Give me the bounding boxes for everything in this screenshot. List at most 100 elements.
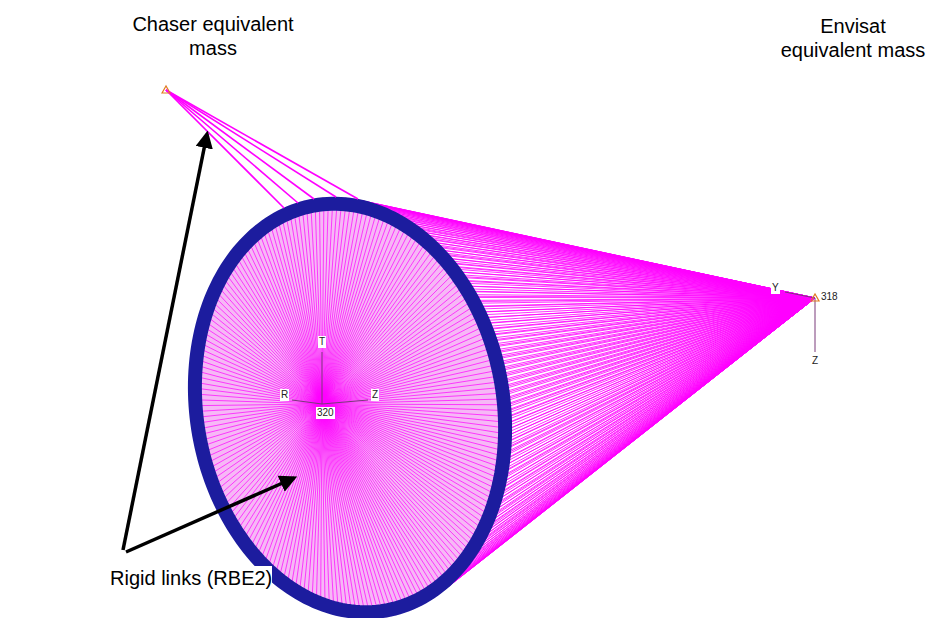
rigid-link [322,404,393,602]
rigid-link [322,404,435,582]
rigid-link [322,404,458,559]
rigid-link [467,281,815,298]
rigid-link [322,404,363,606]
axis-label: T [318,336,326,348]
rigid-link [322,214,367,404]
rigid-link [322,404,405,599]
rigid-link [320,211,322,404]
rigid-link [283,223,322,404]
rigid-link [229,404,322,508]
rigid-link [322,404,477,531]
rigid-link [322,344,486,404]
rigid-link [322,404,338,603]
mass-marker [162,86,170,93]
rigid-link [279,225,322,404]
rigid-link [322,280,454,404]
rigid-link [202,404,322,423]
rigid-link [322,246,423,404]
rigid-link [315,212,322,404]
mass-label: Envisat equivalent mass [778,14,928,62]
rigid-link [212,404,322,467]
rigid-link [322,404,342,604]
rigid-link [204,404,322,434]
rigid-link [322,404,380,605]
rigid-link [322,404,368,606]
rigid-link [502,298,815,363]
rigid-link [322,404,333,602]
rigid-link [200,404,322,406]
rigid-link [443,251,815,298]
interface-ring [195,204,505,612]
rigid-link [495,298,815,340]
rigid-link [416,226,815,298]
rigid-link [454,263,815,298]
rigid-link [322,404,359,606]
rigid-link [503,298,815,369]
rigid-link [224,404,322,498]
rigid-link [493,298,815,334]
rigid-link [214,404,322,472]
rigid-link [234,404,322,518]
rigid-link [322,294,463,404]
rigid-link [295,217,322,404]
rigid-link [240,404,322,527]
callout-arrow [123,134,207,550]
coordinate-triad [292,292,815,404]
rigid-link [322,404,376,605]
rigid-link [420,229,815,298]
rigid-link [497,298,815,345]
rigid-link [322,289,460,404]
rigid-link [201,404,322,411]
rigid-link [322,404,329,600]
rigid-link [432,239,815,298]
rigid-link [476,296,815,298]
callout-label: Rigid links (RBE2) [110,566,272,590]
rigid-link [166,90,314,199]
rigid-link [322,404,325,599]
rigid-link [428,236,815,298]
rigid-link [322,256,434,404]
rigid-link [322,404,351,605]
rigid-link [322,404,346,604]
rigid-link [504,298,815,375]
interface-ring [195,204,505,612]
rigid-link [322,355,490,404]
rigid-link [166,90,336,197]
axis-label: Y [771,282,780,294]
rigid-link [451,259,815,298]
rigid-links-cone [190,197,815,618]
rigid-link [322,404,428,587]
rigid-link [500,298,815,357]
rigid-link [166,90,298,203]
rigid-link [203,345,322,404]
rigid-link [322,404,372,606]
rigid-link [322,328,481,404]
rigid-link [322,349,488,404]
node-number: 320 [316,407,335,419]
rigid-link [322,366,493,404]
rigid-link [461,272,815,298]
rigid-link [303,215,322,404]
rigid-link [322,253,431,404]
callout-arrow [126,478,294,552]
rigid-link [464,277,815,298]
mass-marker [811,294,819,301]
rigid-link [322,404,421,591]
rigid-link [470,286,815,298]
rigid-link [436,243,815,298]
rigid-link [322,377,495,404]
rigid-link [206,334,322,404]
rigid-link [322,338,485,404]
rigid-link [311,213,322,404]
rigid-link [166,90,358,199]
rigid-link [217,299,322,404]
rigid-link [424,232,815,298]
rigid-link [458,268,815,298]
axis-label: Z [371,389,379,401]
rigid-link [255,404,322,548]
mass-label: Chaser equivalent mass [125,12,301,60]
rigid-link [473,291,815,298]
rigid-link [322,360,491,404]
rigid-link [322,371,494,404]
